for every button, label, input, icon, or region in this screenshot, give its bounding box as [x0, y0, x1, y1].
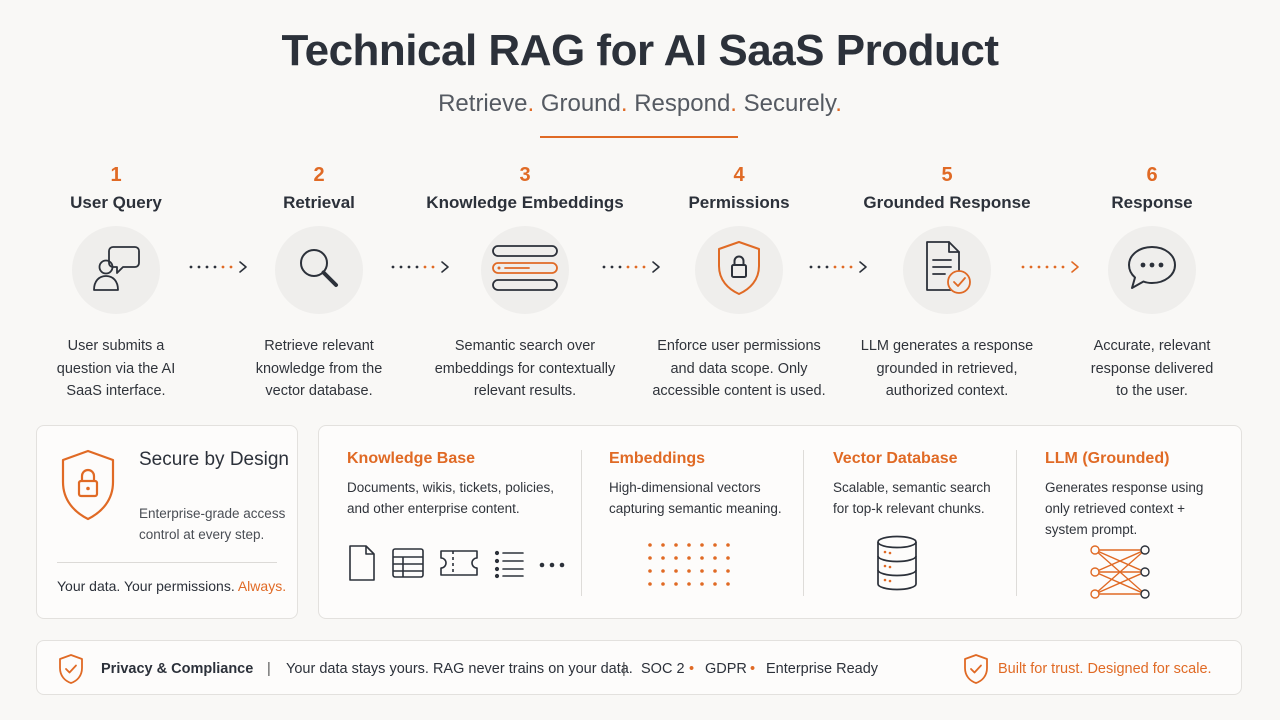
badge-gdpr: GDPR: [705, 661, 747, 677]
divider: [803, 450, 804, 596]
step-response: 6 Response Accurate, relevant response d…: [1052, 163, 1252, 403]
secure-by-design-card: Secure by Design Enterprise-grade access…: [36, 425, 298, 619]
component-description: Scalable, semantic search for top-k rele…: [833, 480, 991, 516]
document-icon: [347, 544, 377, 587]
step-icon-circle: [903, 226, 991, 314]
separator: |: [267, 661, 271, 677]
step-number: 5: [941, 164, 953, 186]
step-icon-circle: [695, 226, 783, 314]
shield-check-icon: [962, 653, 990, 690]
components-card: Knowledge Base Documents, wikis, tickets…: [318, 425, 1242, 619]
step-icon-circle: [275, 226, 363, 314]
document-check-icon: [919, 238, 975, 303]
page-subtitle: Retrieve. Ground. Respond. Securely.: [438, 90, 842, 117]
step-label: Knowledge Embeddings: [426, 193, 624, 212]
component-title: Embeddings: [609, 450, 706, 467]
component-description: Generates response using only retrieved …: [1045, 480, 1204, 537]
database-icon: [875, 534, 919, 597]
tagline: Built for trust. Designed for scale.: [998, 661, 1212, 677]
flow-arrow: [189, 261, 247, 273]
subtitle-word: Retrieve: [438, 90, 528, 117]
step-label: Response: [1111, 193, 1193, 212]
shield-lock-icon: [59, 448, 117, 527]
privacy-label: Privacy & Compliance: [101, 661, 254, 677]
component-description: High-dimensional vectors capturing seman…: [609, 480, 782, 516]
component-icons: [347, 544, 567, 587]
dot-grid-icon: [647, 542, 733, 593]
step-description: Retrieve relevant knowledge from the vec…: [255, 338, 383, 399]
step-number: 1: [110, 164, 122, 186]
page-title: Technical RAG for AI SaaS Product: [281, 26, 999, 75]
table-icon: [391, 546, 425, 585]
step-icon-circle: [1108, 226, 1196, 314]
step-retrieval: 2 Retrieval Retrieve relevant knowledge …: [219, 163, 419, 403]
component-title: LLM (Grounded): [1045, 450, 1170, 467]
divider: [57, 562, 277, 563]
subtitle-word: Respond: [634, 90, 731, 117]
flow-arrow: [1021, 261, 1079, 273]
component-title: Vector Database: [833, 450, 958, 467]
step-label: Grounded Response: [863, 193, 1031, 212]
chat-bubble-icon: [1124, 242, 1180, 299]
user-chat-icon: [86, 240, 146, 301]
step-number: 4: [733, 164, 745, 186]
component-embeddings: Embeddings High-dimensional vectors capt…: [609, 426, 804, 620]
secure-description: Enterprise-grade access control at every…: [139, 506, 286, 542]
badge-enterprise-ready: Enterprise Ready: [766, 661, 879, 677]
component-description: Documents, wikis, tickets, policies, and…: [347, 480, 555, 516]
list-icon: [493, 547, 525, 584]
divider: [1016, 450, 1017, 596]
step-description: Enforce user permissions and data scope.…: [652, 338, 826, 399]
badge-soc2: SOC 2: [641, 661, 685, 677]
step-icon-circle: [72, 226, 160, 314]
component-knowledge-base: Knowledge Base Documents, wikis, tickets…: [347, 426, 577, 620]
subtitle-word: Securely: [743, 90, 836, 117]
step-description: User submits a question via the AI SaaS …: [56, 338, 176, 399]
flow-arrow: [602, 261, 660, 273]
step-label: Permissions: [688, 193, 790, 212]
step-icon-circle: [481, 226, 569, 314]
flow-arrow: [391, 261, 449, 273]
badge-separator: •: [750, 661, 756, 677]
search-icon: [291, 240, 347, 301]
divider: [581, 450, 582, 596]
network-icon: [1089, 544, 1151, 605]
stacked-bars-icon: [489, 242, 561, 299]
step-knowledge-embeddings: 3 Knowledge Embeddings Semantic search o…: [425, 163, 625, 403]
step-number: 6: [1146, 164, 1158, 186]
step-description: Accurate, relevant response delivered to…: [1090, 338, 1214, 399]
component-title: Knowledge Base: [347, 450, 476, 467]
step-label: Retrieval: [283, 193, 355, 212]
more-icon: [539, 557, 567, 575]
subtitle-word: Ground: [540, 90, 621, 117]
secure-title: Secure by Design: [139, 449, 289, 470]
ticket-icon: [439, 548, 479, 583]
title-underline: [540, 136, 738, 138]
separator: |: [622, 661, 626, 677]
component-llm: LLM (Grounded) Generates response using …: [1045, 426, 1225, 620]
secure-footer: Your data. Your permissions. Always.: [57, 578, 287, 594]
privacy-footer: Privacy & Compliance | Your data stays y…: [36, 640, 1242, 695]
shield-check-icon: [57, 653, 85, 690]
step-number: 3: [519, 164, 531, 186]
shield-lock-icon: [713, 239, 765, 302]
component-vector-database: Vector Database Scalable, semantic searc…: [833, 426, 1003, 620]
badge-separator: •: [689, 661, 695, 677]
step-label: User Query: [70, 193, 162, 212]
step-number: 2: [313, 164, 325, 186]
privacy-text: Your data stays yours. RAG never trains …: [286, 661, 633, 677]
step-permissions: 4 Permissions Enforce user permissions a…: [639, 163, 839, 403]
step-grounded-response: 5 Grounded Response LLM generates a resp…: [847, 163, 1047, 403]
step-user-query: 1 User Query User submits a question via…: [16, 163, 216, 403]
step-description: Semantic search over embeddings for cont…: [434, 338, 616, 399]
step-description: LLM generates a response grounded in ret…: [860, 338, 1034, 399]
flow-arrow: [809, 261, 867, 273]
